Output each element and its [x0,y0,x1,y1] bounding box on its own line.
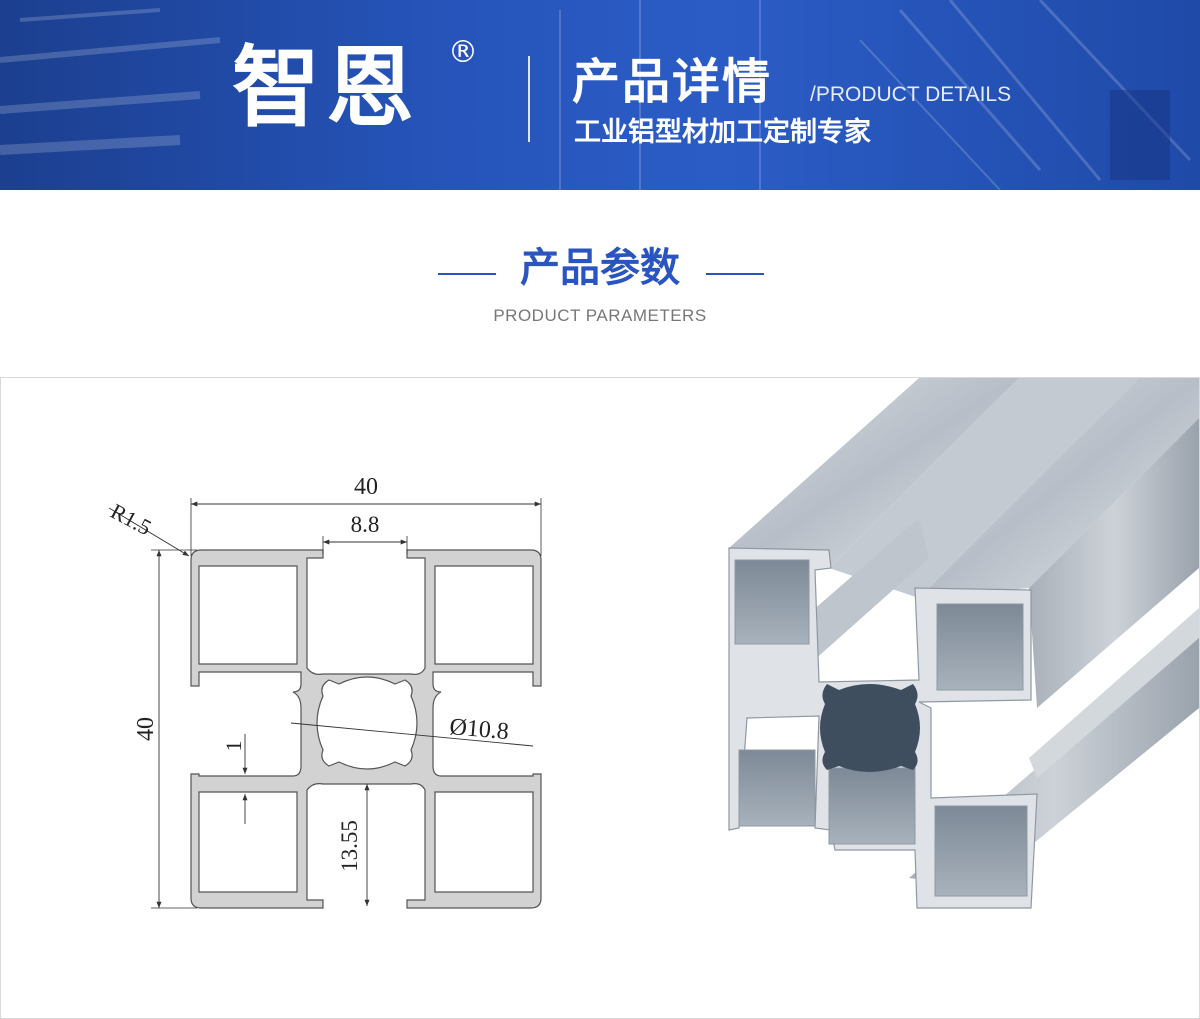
aluminum-profile-image [728,378,1199,909]
section-subtitle: PRODUCT PARAMETERS [493,306,707,325]
section-title-line-left [438,273,496,275]
section-title-line-right [706,273,764,275]
slogan: 工业铝型材加工定制专家 [574,117,871,148]
banner-background [0,0,1192,190]
page-title: 产品详情 [572,54,773,110]
slot-depth-label: 13.55 [337,820,362,872]
brand-logo-text: 智恩 [232,36,421,139]
header-divider [528,56,530,142]
slot-width-dimension-label: 8.8 [351,512,380,537]
profile-outline [190,549,542,909]
wall-thickness-label: 1 [221,741,246,752]
hole-diameter-label: Ø10.8 [448,714,509,745]
header-banner: 智恩 ® 产品详情 /PRODUCT DETAILS 工业铝型材加工定制专家 [0,0,1200,190]
profile-cross-section-drawing: 40 8.8 R1.5 40 Ø10.8 1 13.55 [107,474,542,909]
profile-front-face [728,547,1038,909]
product-panel: 40 8.8 R1.5 40 Ø10.8 1 13.55 [0,377,1200,1019]
radius-dimension-label: R1.5 [107,498,156,540]
registered-mark: ® [448,35,478,70]
page-title-en: /PRODUCT DETAILS [810,83,1012,106]
height-dimension-label: 40 [133,717,159,741]
width-dimension-label: 40 [354,474,378,500]
section-title: 产品参数 [520,245,680,291]
